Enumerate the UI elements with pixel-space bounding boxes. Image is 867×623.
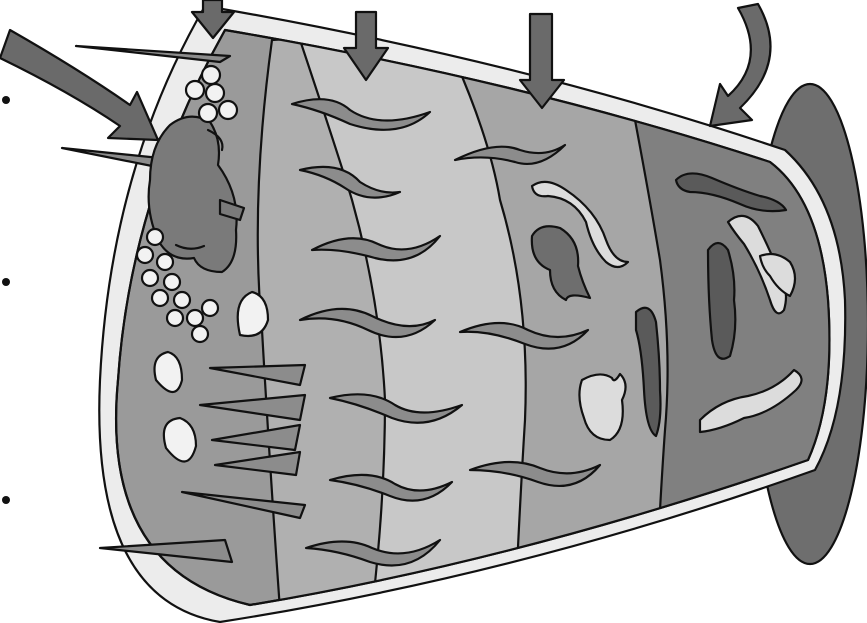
egg-icon (186, 81, 204, 99)
seed-icon (238, 292, 268, 336)
egg-icon (202, 300, 218, 316)
egg-icon (219, 101, 237, 119)
egg-icon (202, 66, 220, 84)
egg-icon (157, 254, 173, 270)
egg-icon (187, 310, 203, 326)
egg-icon (137, 247, 153, 263)
egg-icon (167, 310, 183, 326)
egg-icon (147, 229, 163, 245)
bullet-icon (2, 278, 10, 286)
arrow-icon (710, 4, 770, 126)
worm-icon (708, 243, 735, 359)
egg-icon (152, 290, 168, 306)
bullets (2, 96, 10, 504)
egg-icon (164, 274, 180, 290)
egg-icon (206, 84, 224, 102)
egg-icon (174, 292, 190, 308)
bullet-icon (2, 496, 10, 504)
bullet-icon (2, 96, 10, 104)
egg-icon (142, 270, 158, 286)
egg-icon (192, 326, 208, 342)
egg-icon (199, 104, 217, 122)
